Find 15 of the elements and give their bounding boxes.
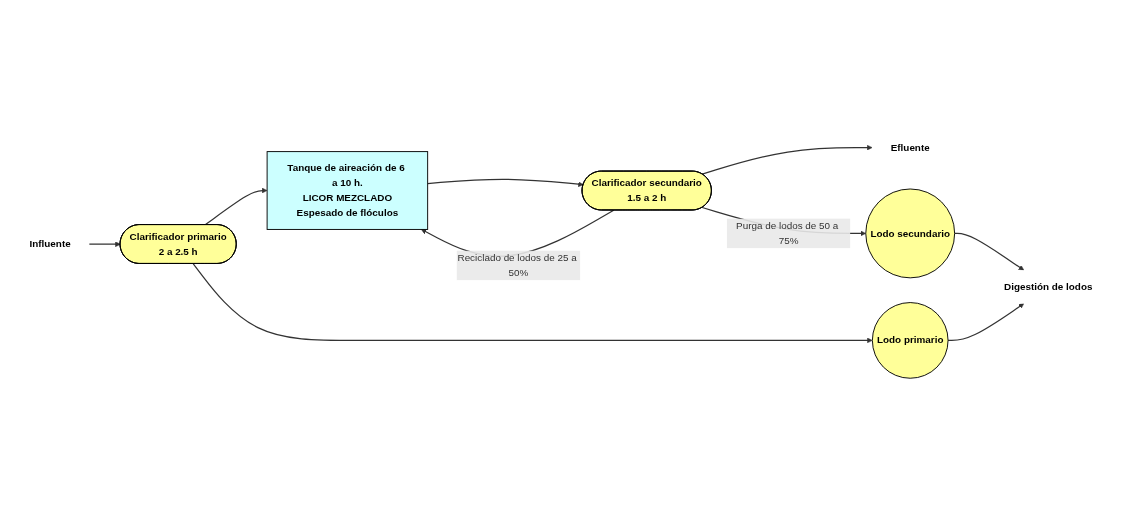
node-circle: Lodo primario	[871, 302, 949, 379]
arrow	[204, 187, 268, 226]
node-text: Digestión de lodos	[1004, 281, 1093, 292]
node-box: Tanque de aireación de 6 a 10 h. LICOR MEZCLADO Espesado de flóculos	[266, 151, 429, 230]
arrow	[88, 241, 121, 247]
node-circle: Lodo secundario	[865, 188, 956, 279]
edge-label: Purga de lodos de 50 a 75%	[736, 220, 839, 246]
arrow	[947, 303, 1025, 341]
arrow	[701, 144, 873, 175]
node-text: Efluente	[890, 141, 930, 153]
arrow	[954, 232, 1025, 271]
arrow	[427, 178, 584, 187]
arrow	[192, 263, 873, 344]
edge-label: Reciclado de lodos de 25 a 50%	[457, 252, 577, 278]
node-text: Influente	[29, 238, 71, 249]
